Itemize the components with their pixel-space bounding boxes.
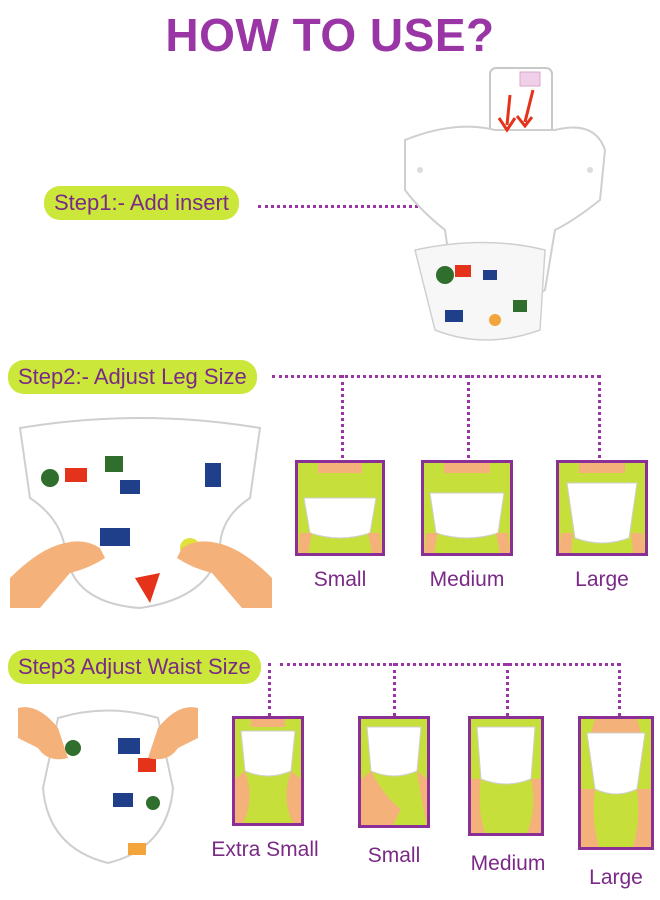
waist-size-medium-image bbox=[468, 716, 544, 836]
leg-size-large-image bbox=[556, 460, 648, 556]
waist-size-xs-label: Extra Small bbox=[211, 838, 319, 861]
waist-size-xs-image bbox=[232, 716, 304, 826]
step3-drop-large bbox=[618, 663, 621, 716]
baby-legs-diaper-icon bbox=[471, 726, 541, 833]
waist-size-small-image bbox=[358, 716, 430, 828]
open-diaper-with-hands-icon bbox=[10, 417, 272, 610]
leg-size-medium-label: Medium bbox=[429, 568, 505, 591]
step3-drop-xs bbox=[268, 663, 271, 716]
waist-size-medium-label: Medium bbox=[470, 852, 546, 875]
waist-size-large-image bbox=[578, 716, 654, 850]
closed-diaper-with-hands-icon bbox=[18, 707, 198, 865]
baby-legs-diaper-icon bbox=[298, 463, 382, 553]
baby-legs-diaper-icon bbox=[581, 719, 651, 847]
step3-drop-small bbox=[393, 663, 396, 716]
baby-legs-diaper-icon bbox=[559, 463, 645, 553]
step2-drop-large bbox=[598, 375, 601, 458]
leg-size-medium-image bbox=[421, 460, 513, 556]
baby-legs-diaper-icon bbox=[361, 726, 427, 825]
step1-label: Step1:- Add insert bbox=[44, 186, 239, 220]
baby-legs-diaper-icon bbox=[424, 463, 510, 553]
step2-connector bbox=[272, 375, 600, 378]
leg-size-small-label: Small bbox=[313, 568, 367, 591]
waist-size-small-label: Small bbox=[367, 844, 421, 867]
waist-size-large-label: Large bbox=[589, 866, 643, 889]
step2-label: Step2:- Adjust Leg Size bbox=[8, 360, 257, 394]
leg-size-large-label: Large bbox=[575, 568, 629, 591]
step2-drop-small bbox=[341, 375, 344, 458]
baby-legs-diaper-icon bbox=[235, 719, 301, 823]
leg-size-small-image bbox=[295, 460, 385, 556]
step2-drop-medium bbox=[467, 375, 470, 458]
step3-drop-medium bbox=[506, 663, 509, 716]
step3-label: Step3 Adjust Waist Size bbox=[8, 650, 261, 684]
diaper-insert-icon bbox=[404, 67, 607, 341]
step3-connector bbox=[280, 663, 620, 666]
step1-connector bbox=[258, 205, 448, 208]
page-title: HOW TO USE? bbox=[165, 9, 495, 61]
